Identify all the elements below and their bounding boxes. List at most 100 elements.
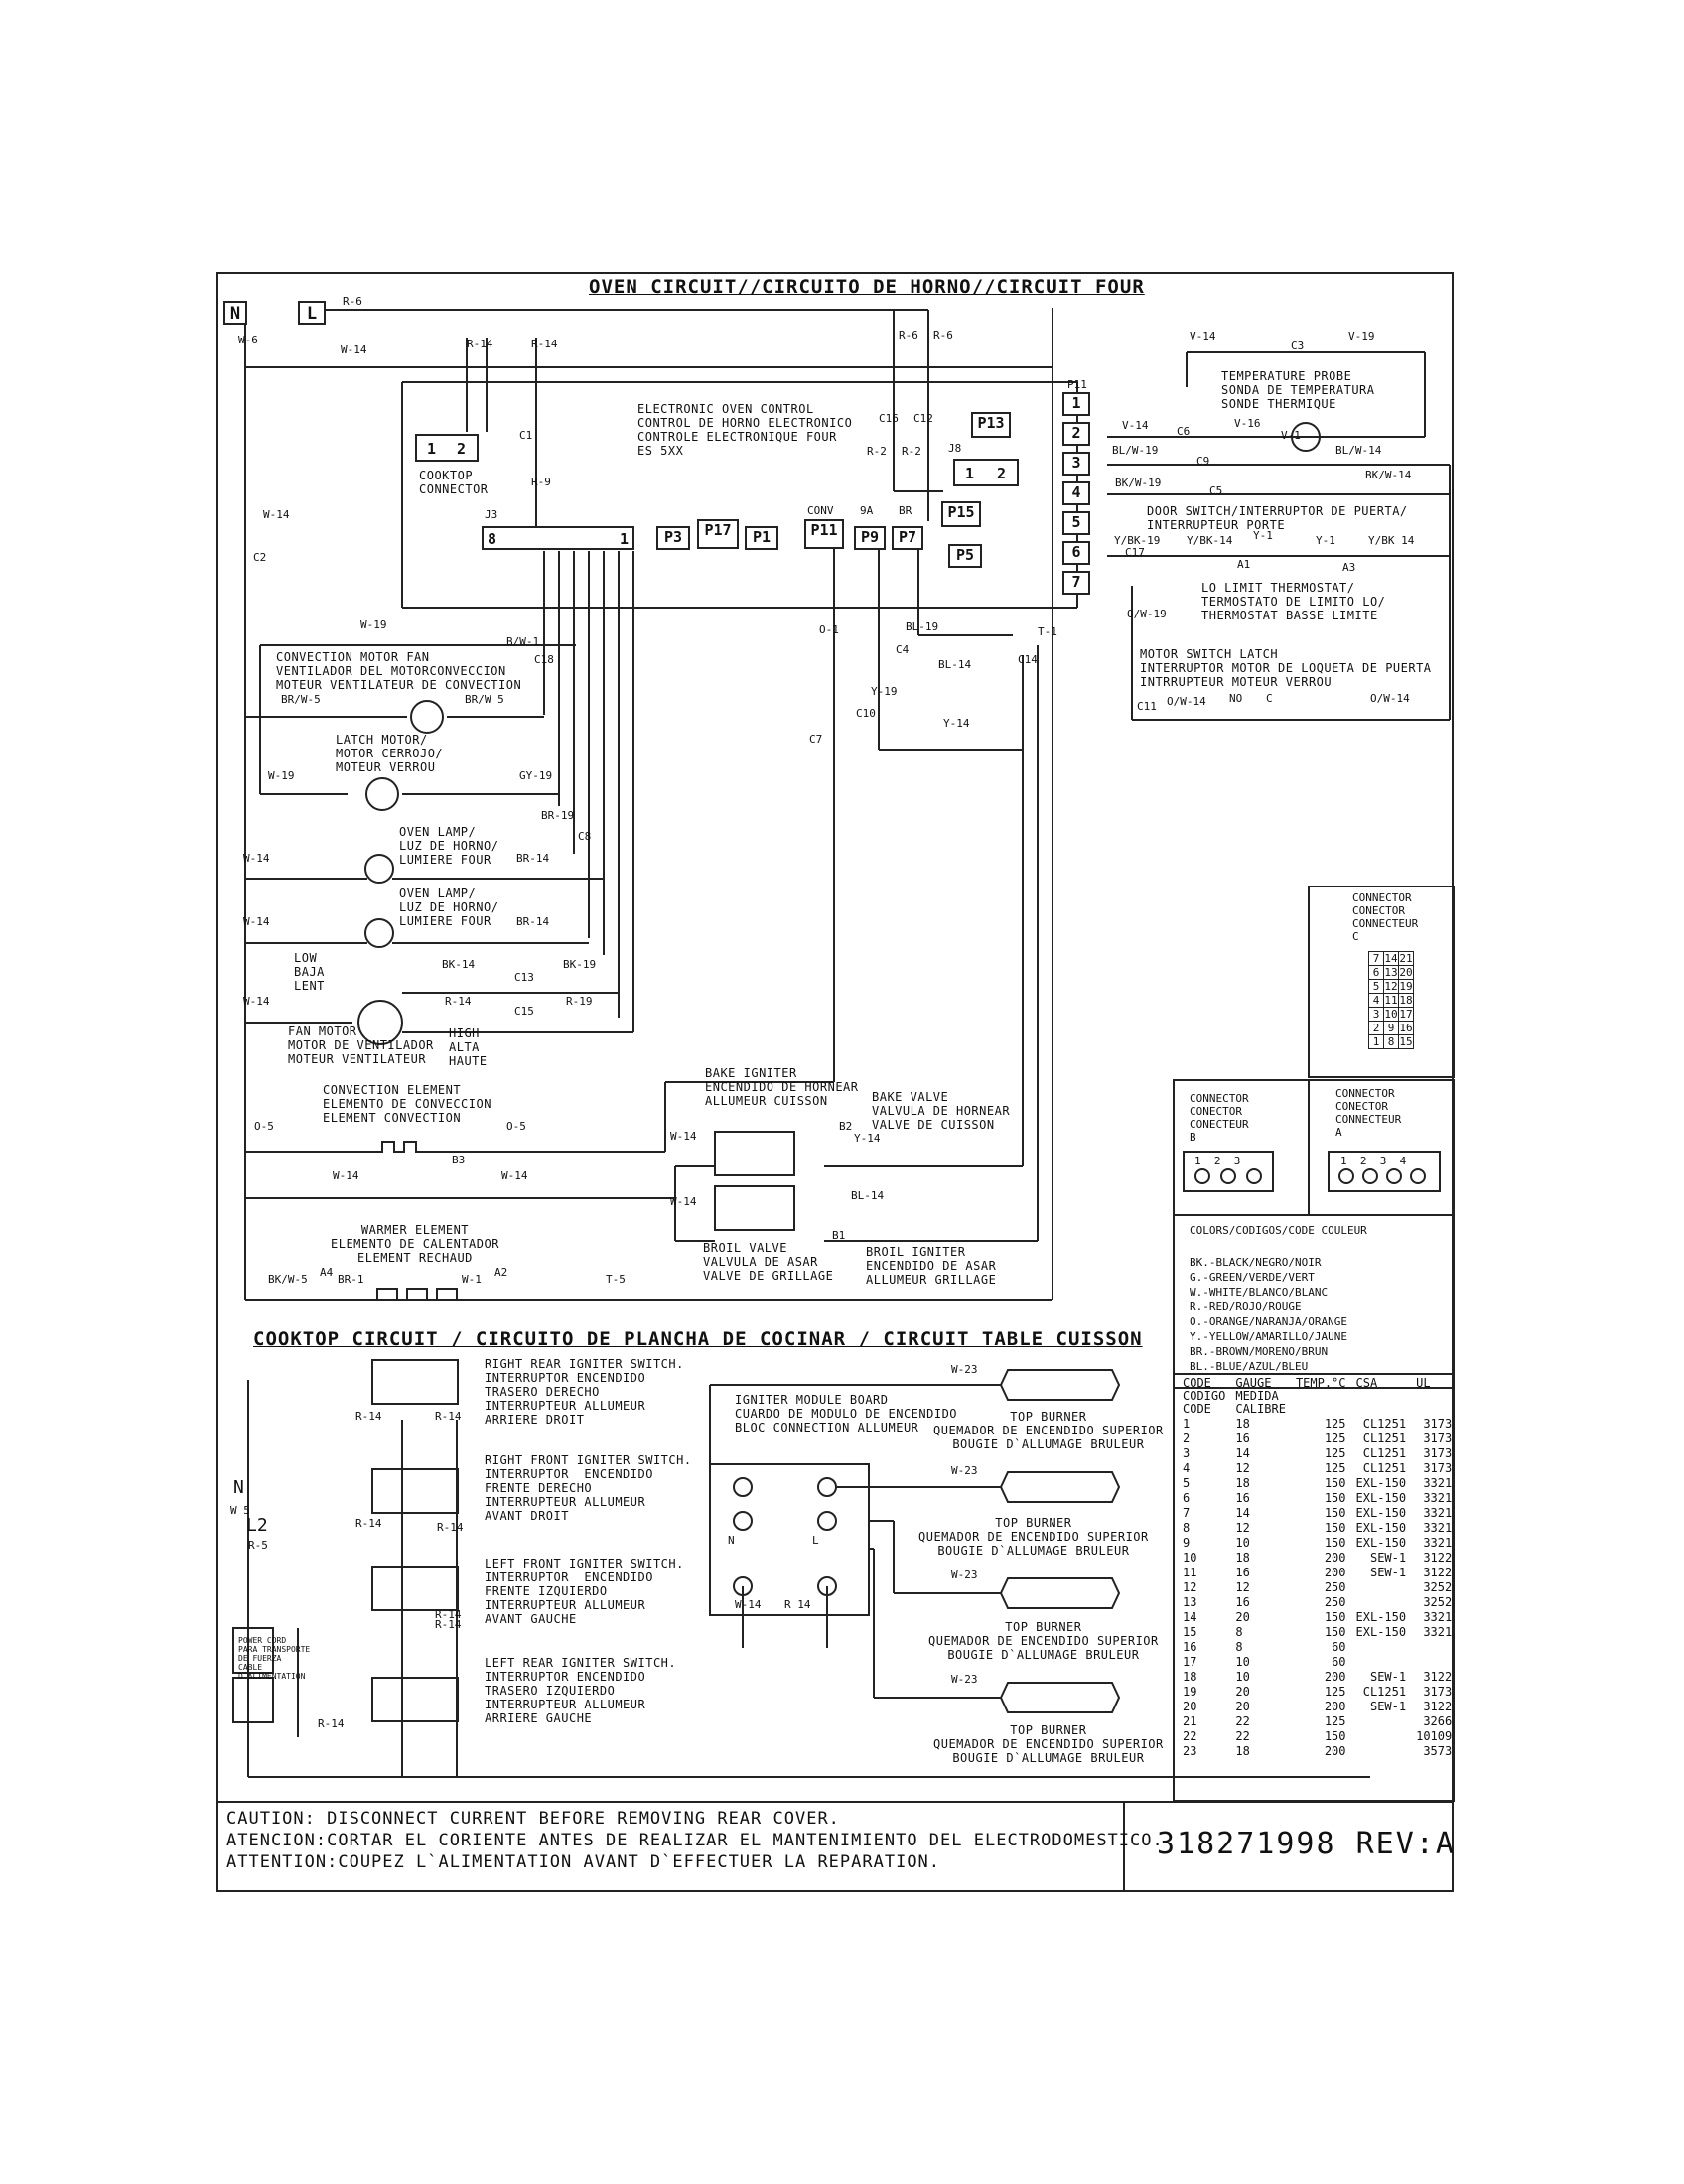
gauge-table-cell: 150 [1324,1625,1346,1639]
gauge-table-cell: 8 [1183,1521,1191,1535]
port-p9: P9 [854,526,886,550]
connector-a-label: CONNECTOR CONECTOR CONNECTEUR A [1335,1087,1402,1139]
gauge-table-cell: 150 [1324,1729,1346,1743]
wire-label-a3: A3 [1342,561,1356,574]
warmer-element-label: WARMER ELEMENT ELEMENTO DE CALENTADOR EL… [331,1223,499,1265]
gauge-table-cell: SEW-1 [1369,1551,1407,1565]
wire-label-w14h: W-14 [501,1169,528,1182]
oven-lamp-2-label: OVEN LAMP/ LUZ DE HORNO/ LUMIERE FOUR [399,887,499,928]
port-p3: P3 [656,526,690,550]
gauge-table-cell: SEW-1 [1369,1700,1407,1713]
terminal-l: L [298,301,326,325]
wire-label-c16: C16 [879,412,899,425]
wire-label-t5: T-5 [606,1273,626,1286]
connector-c-cell: 15 [1398,1034,1414,1049]
wire-label-w14c: W-14 [243,852,270,865]
port-p7: P7 [892,526,923,550]
broil-valve-label: BROIL VALVE VALVULA DE ASAR VALVE DE GRI… [703,1241,834,1283]
wire-label-v14b: V-14 [1122,419,1149,432]
wire-label-c15: C15 [514,1005,534,1018]
wire-label-w14e: W-14 [243,995,270,1008]
wire-label-br19: BR-19 [541,809,575,822]
conv-label: CONV [807,504,834,517]
connector-c-cell: 5 [1368,979,1384,994]
wire-label-r14j: R-14 [435,1608,462,1621]
connector-c-cell: 13 [1383,965,1399,980]
connector-c-cell: 1 [1368,1034,1384,1049]
wire-label-w14f: W-14 [670,1130,697,1143]
gauge-table-cell: 17 [1183,1655,1197,1669]
gauge-table-cell: 60 [1332,1655,1346,1669]
wire-label-mod_l: L [812,1534,819,1547]
connector-b-label: CONNECTOR CONECTOR CONECTEUR B [1190,1092,1249,1144]
gauge-table-cell: 125 [1324,1432,1346,1445]
gauge-table-cell: 3266 [1423,1714,1453,1728]
gauge-table-cell: 3173 [1423,1461,1453,1475]
wire-label-c11: C11 [1137,700,1157,713]
connector-c-cell: 4 [1368,993,1384,1008]
wire-label-w23b: W-23 [951,1464,978,1477]
gauge-table-cell [1352,1641,1411,1654]
connector-c-cell: 19 [1398,979,1414,994]
port-p11: P11 [804,519,844,549]
gauge-table-cell: EXL-150 [1355,1625,1407,1639]
gauge-table-cell: 12 [1235,1461,1250,1475]
wire-label-l2: L2 [246,1515,268,1536]
wire-label-ybk19: Y/BK-19 [1114,534,1161,547]
wire-label-v16: V-16 [1234,417,1261,430]
port-p1: P1 [745,526,778,550]
gauge-table-cell: 125 [1324,1685,1346,1699]
wire-label-o1: O-1 [819,623,839,636]
wire-label-br14b: BR-14 [516,915,550,928]
gauge-table-cell: 20 [1235,1610,1250,1624]
gauge-table-cell: 3321 [1423,1536,1453,1550]
wire-label-v14a: V-14 [1190,330,1216,342]
wire-label-w23c: W-23 [951,1569,978,1581]
terminal-n: N [223,301,247,325]
gauge-table-cell: EXL-150 [1355,1610,1407,1624]
gauge-table-cell: 12 [1183,1580,1197,1594]
gauge-table-cell: 16 [1235,1432,1250,1445]
part-number: 318271998 REV:A [1157,1827,1456,1861]
gauge-table-cell: 3321 [1423,1491,1453,1505]
connector-c-cell: 3 [1368,1007,1384,1022]
gauge-table-header: TEMP.°C [1295,1376,1346,1390]
wire-label-w23a: W-23 [951,1363,978,1376]
wire-label-r14g: R-14 [437,1521,464,1534]
gauge-table-cell: 22 [1235,1714,1250,1728]
wire-label-y19: Y-19 [871,685,898,698]
bake-valve-label: BAKE VALVE VALVULA DE HORNEAR VALVE DE C… [872,1090,1011,1132]
gauge-table-cell: 16 [1183,1640,1197,1654]
9a-label: 9A [860,504,874,517]
wire-label-w14j: W-14 [735,1598,762,1611]
gauge-table-cell: CL1251 [1362,1432,1407,1445]
bake-igniter-label: BAKE IGNITER ENCENDIDO DE HORNEAR ALLUME… [705,1066,859,1108]
gauge-table-header: GAUGE MEDIDA CALIBRE [1235,1376,1286,1416]
gauge-table-cell: 200 [1324,1670,1346,1684]
wire-label-no: NO [1229,692,1243,705]
igniter-module-label: IGNITER MODULE BOARD CUARDO DE MODULO DE… [735,1393,958,1434]
oven-lamp-1-label: OVEN LAMP/ LUZ DE HORNO/ LUMIERE FOUR [399,825,499,867]
wire-label-y1a: Y-1 [1253,529,1273,542]
cooktop-circuit-title: COOKTOP CIRCUIT / CIRCUITO DE PLANCHA DE… [253,1328,1143,1350]
gauge-table-cell: EXL-150 [1355,1536,1407,1550]
connector-c-cell: 14 [1383,951,1399,966]
p11-pin-5: 5 [1062,511,1090,535]
color-code-item: BK.-BLACK/NEGRO/NOIR [1190,1256,1322,1269]
wire-label-b1: B1 [832,1229,846,1242]
gauge-table-cell: 18 [1183,1670,1197,1684]
gauge-table-cell: 150 [1324,1521,1346,1535]
gauge-table-cell: 15 [1183,1625,1197,1639]
top-burner-4-label: TOP BURNER QUEMADOR DE ENCENDIDO SUPERIO… [933,1723,1164,1765]
gauge-table-cell: 20 [1235,1685,1250,1699]
